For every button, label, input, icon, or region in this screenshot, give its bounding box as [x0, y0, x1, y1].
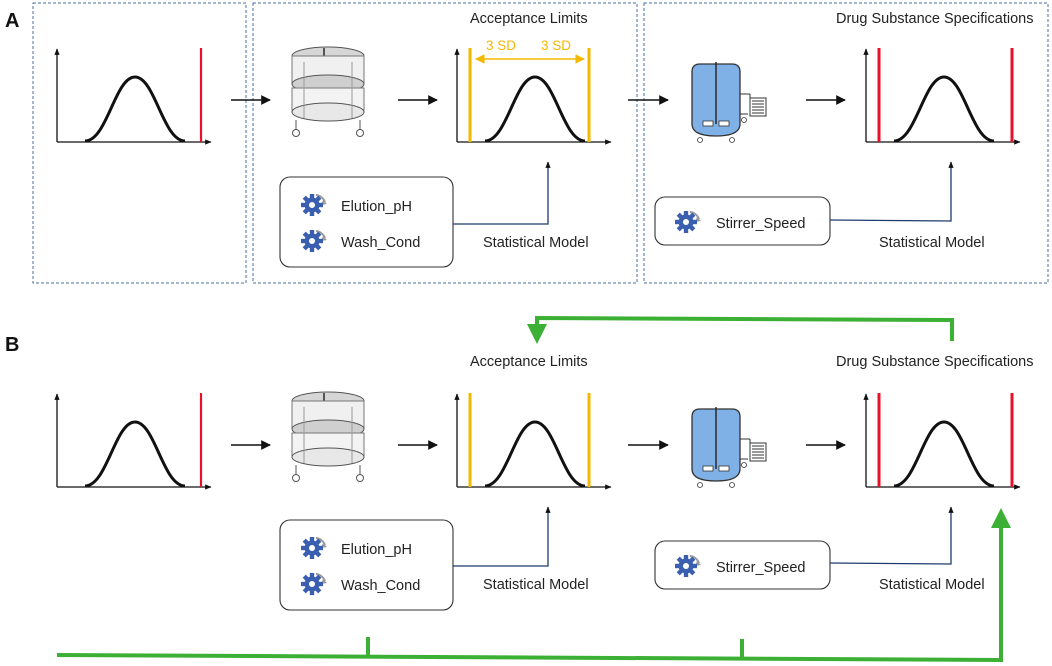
- param-wash-cond: Wash_Cond: [341, 235, 420, 251]
- distribution-plot-acceptance: [457, 48, 611, 142]
- sd-label-right: 3 SD: [541, 38, 571, 53]
- panel-b-letter: B: [5, 334, 19, 356]
- stage-frame-1: [32, 2, 247, 284]
- chromatography-column-icon: [291, 46, 365, 138]
- distribution-plot-acceptance: [457, 393, 611, 487]
- param-elution-ph: Elution_pH: [341, 199, 412, 215]
- statistical-model-label: Statistical Model: [483, 235, 589, 251]
- model-link-arrow: [829, 161, 954, 222]
- acceptance-limits-title: Acceptance Limits: [470, 11, 588, 27]
- param-wash-cond: Wash_Cond: [341, 578, 420, 594]
- statistical-model-label: Statistical Model: [879, 577, 985, 593]
- bioreactor-icon: [691, 61, 767, 144]
- distribution-plot-input: [57, 393, 211, 487]
- parameter-box-column: [279, 519, 454, 611]
- distribution-plot-specifications: [866, 48, 1020, 142]
- bioreactor-icon: [691, 406, 767, 489]
- param-stirrer-speed: Stirrer_Speed: [716, 216, 805, 232]
- acceptance-limits-title: Acceptance Limits: [470, 354, 588, 370]
- param-elution-ph: Elution_pH: [341, 542, 412, 558]
- feedback-arrow-bottom: [56, 508, 1011, 663]
- sd-label-left: 3 SD: [486, 38, 516, 53]
- distribution-plot-input: [57, 48, 211, 142]
- param-stirrer-speed: Stirrer_Speed: [716, 560, 805, 576]
- feedback-arrow-top: [527, 315, 954, 344]
- panel-b: B Acceptance Limits Drug Substance Speci…: [5, 315, 1033, 663]
- distribution-plot-specifications: [866, 393, 1020, 487]
- model-link-arrow: [829, 506, 954, 565]
- stage-frame-3: [643, 2, 1049, 284]
- chromatography-column-icon: [291, 391, 365, 483]
- parameter-box-reactor: [654, 540, 831, 590]
- parameter-box-reactor: [654, 196, 831, 246]
- stage-frame-2: [252, 2, 638, 284]
- panel-a: A Acceptance Limits 3 SD 3 SD: [5, 2, 1049, 284]
- specifications-title: Drug Substance Specifications: [836, 354, 1033, 370]
- model-link-arrow: [453, 506, 551, 567]
- statistical-model-label: Statistical Model: [879, 235, 985, 251]
- model-link-arrow: [453, 161, 551, 225]
- panel-a-letter: A: [5, 10, 19, 32]
- parameter-box-column: [279, 176, 454, 268]
- specifications-title: Drug Substance Specifications: [836, 11, 1033, 27]
- statistical-model-label: Statistical Model: [483, 577, 589, 593]
- sd-annotation: 3 SD 3 SD: [475, 38, 585, 64]
